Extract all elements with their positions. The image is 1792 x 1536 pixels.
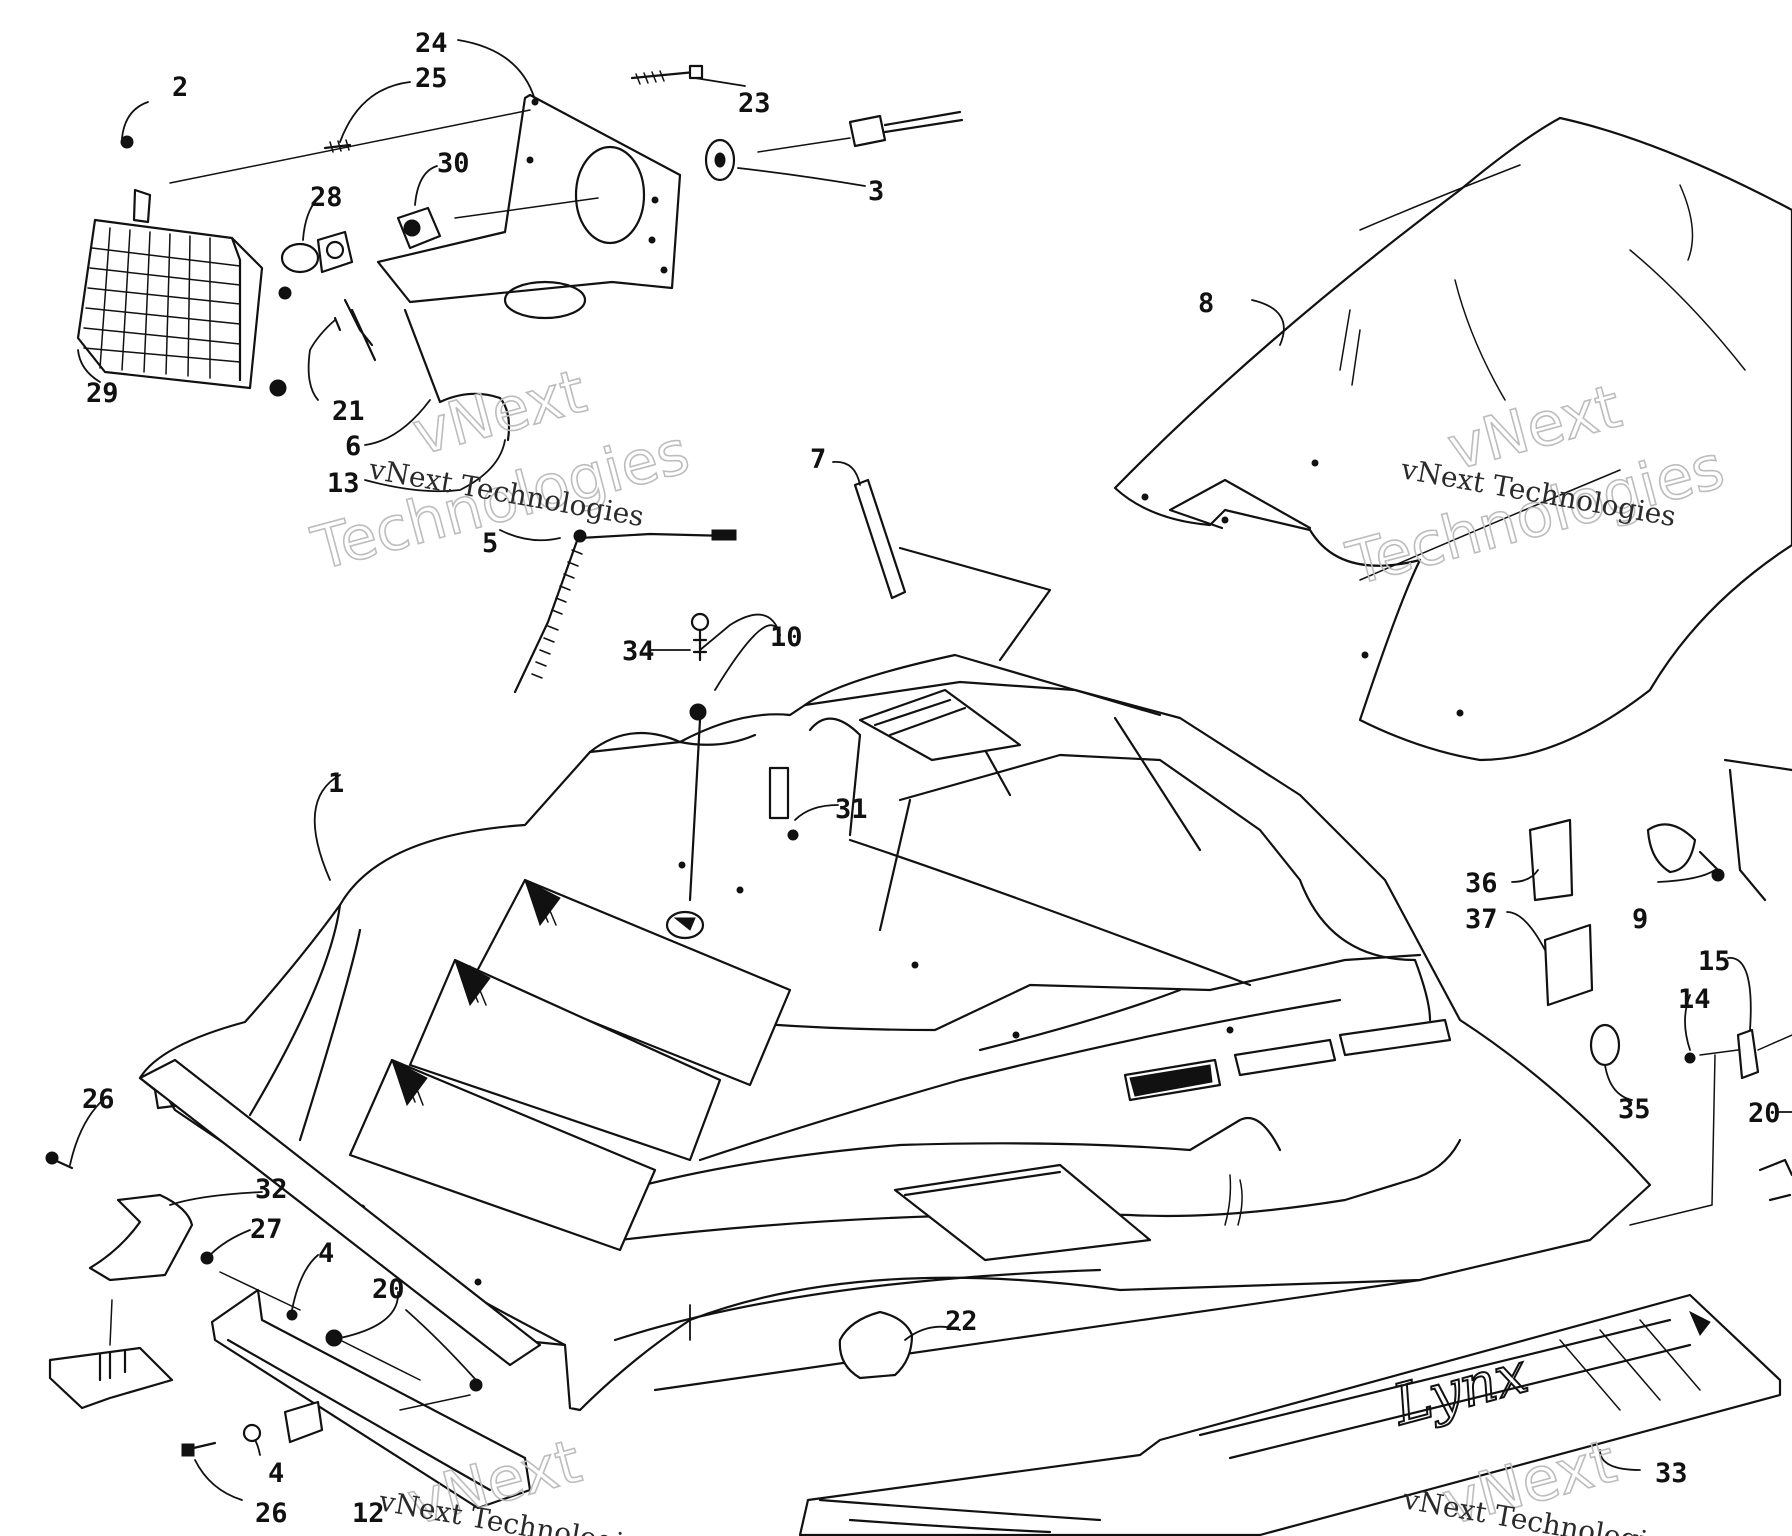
callout-32: 32: [255, 1174, 288, 1205]
callout-26-upper: 26: [82, 1084, 115, 1115]
spring-5: [513, 529, 587, 694]
windshield: [1113, 116, 1792, 762]
callout-22: 22: [945, 1306, 978, 1337]
decal-37: [1543, 923, 1594, 1007]
callout-27: 27: [250, 1214, 283, 1245]
callout-24: 24: [415, 28, 448, 59]
callout-5: 5: [482, 528, 498, 559]
callout-20-right: 20: [1748, 1098, 1781, 1129]
callout-4-lower: 4: [268, 1458, 284, 1489]
callout-26-lower: 26: [255, 1498, 288, 1529]
nut-2: [120, 135, 134, 149]
bracket-32: [88, 1193, 194, 1282]
callout-34: 34: [622, 636, 655, 667]
hinge-right: [1629, 1054, 1792, 1226]
headlight-bracket: [376, 93, 682, 320]
callout-9: 9: [1632, 904, 1648, 935]
assembly-line-bulb: [454, 197, 599, 219]
callout-36: 36: [1465, 868, 1498, 899]
washer-4-upper: [286, 1309, 298, 1321]
callout-2: 2: [172, 72, 188, 103]
callout-37: 37: [1465, 904, 1498, 935]
latch-post: [665, 718, 705, 940]
pin-10: [689, 612, 710, 721]
callout-28: 28: [310, 182, 343, 213]
adjusting-screw: [323, 64, 704, 153]
callout-21: 21: [332, 396, 365, 427]
connector-plug: [848, 110, 964, 148]
assembly-line-upper: [169, 109, 531, 184]
callout-10: 10: [770, 622, 803, 653]
decal-strip-7: [853, 478, 1052, 662]
callout-31: 31: [835, 794, 868, 825]
callout-12: 12: [352, 1498, 385, 1529]
callout-13: 13: [327, 468, 360, 499]
grommet: [704, 138, 736, 182]
bracket-15: [1684, 1028, 1792, 1080]
callout-14: 14: [1678, 984, 1711, 1015]
decal-33: Lynx: [798, 1293, 1782, 1536]
callout-30: 30: [437, 148, 470, 179]
callout-8: 8: [1198, 288, 1214, 319]
base-plate: [48, 1299, 174, 1410]
watermark-top-left: vNext Technologies vNext Technologies: [304, 356, 697, 586]
hood-vents: [348, 878, 792, 1252]
screw-26-lower: [181, 1441, 217, 1457]
assembly-lines-lower: [219, 1271, 471, 1411]
watermark-bottom-right: vNext vNext Technologies: [1400, 1426, 1681, 1536]
hood-top-scoop: [858, 688, 1022, 762]
washer-4-lower: [242, 1423, 262, 1443]
callout-23: 23: [738, 88, 771, 119]
mirror-mount-9: [1646, 758, 1792, 902]
callout-35: 35: [1618, 1094, 1651, 1125]
side-scoop: [893, 1163, 1152, 1262]
headlight-lens: [76, 188, 292, 397]
callout-20-left: 20: [372, 1274, 405, 1305]
callout-3: 3: [868, 176, 884, 207]
decal-36: [1528, 818, 1574, 902]
callout-33: 33: [1655, 1458, 1688, 1489]
callout-1: 1: [328, 768, 344, 799]
bulb-socket: [396, 206, 442, 250]
leader-lines: [69, 39, 1792, 1501]
screw-26-upper: [45, 1151, 74, 1170]
hood: [138, 653, 1652, 1412]
hood-bumper-strip: [138, 1058, 542, 1367]
hood-clip-31: [768, 766, 799, 841]
callout-29: 29: [86, 378, 119, 409]
cap-35: [1589, 1023, 1621, 1067]
headlight-bulb: [280, 230, 354, 274]
assembly-line-plug: [757, 137, 851, 153]
callout-7: 7: [810, 444, 826, 475]
side-louvers: [1123, 1018, 1452, 1102]
callout-4-upper: 4: [318, 1238, 334, 1269]
callout-6: 6: [345, 431, 361, 462]
patch-22: [838, 1310, 914, 1380]
callout-15: 15: [1698, 946, 1731, 977]
lower-rail-12: [210, 1288, 532, 1510]
callout-25: 25: [415, 63, 448, 94]
